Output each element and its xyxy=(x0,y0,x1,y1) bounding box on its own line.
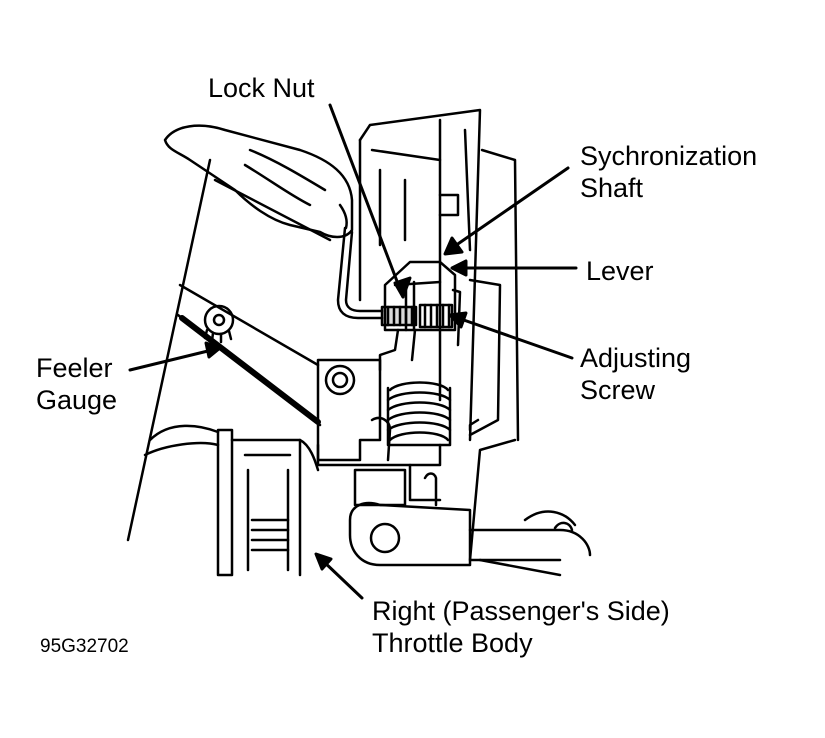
feeler-gauge-illustration xyxy=(176,283,322,427)
linkage-rod xyxy=(336,226,384,320)
return-spring xyxy=(386,381,452,447)
sync-shaft-label-line1: Sychronization xyxy=(580,141,758,171)
arrow-feeler-gauge xyxy=(128,348,214,372)
feeler-gauge-label-line1: Feeler xyxy=(36,353,113,383)
adjusting-screw-label-line2: Screw xyxy=(580,375,656,405)
sync-shaft-label: Sychronization Shaft xyxy=(580,140,757,204)
throttle-bore xyxy=(143,424,320,577)
figure-code: 95G32702 xyxy=(40,636,129,657)
feeler-gauge-label: Feeler Gauge xyxy=(36,352,117,416)
throttle-body-label-line1: Right (Passenger's Side) xyxy=(372,596,670,626)
throttle-body-housing xyxy=(126,108,562,562)
sync-shaft-label-line2: Shaft xyxy=(580,173,644,203)
arrow-adjusting-screw xyxy=(456,316,574,360)
right-side-bracket xyxy=(468,418,592,577)
throttle-linkage-block xyxy=(316,358,472,567)
adjusting-screw-label-line1: Adjusting xyxy=(580,343,692,373)
lock-nut-label: Lock Nut xyxy=(208,73,315,103)
throttle-body-label-line2: Throttle Body xyxy=(372,628,533,658)
callout-arrows xyxy=(128,103,578,600)
throttle-body-label: Right (Passenger's Side) Throttle Body xyxy=(372,595,670,659)
lever-assembly xyxy=(378,260,462,372)
arrow-sync-shaft xyxy=(450,166,570,250)
lever-label: Lever xyxy=(586,256,654,286)
feeler-gauge-label-line2: Gauge xyxy=(36,385,118,415)
adjusting-screw-label: Adjusting Screw xyxy=(580,342,691,406)
arrow-throttle-body xyxy=(320,558,364,600)
arrow-lock-nut xyxy=(328,103,405,299)
finger-illustration xyxy=(163,124,354,239)
